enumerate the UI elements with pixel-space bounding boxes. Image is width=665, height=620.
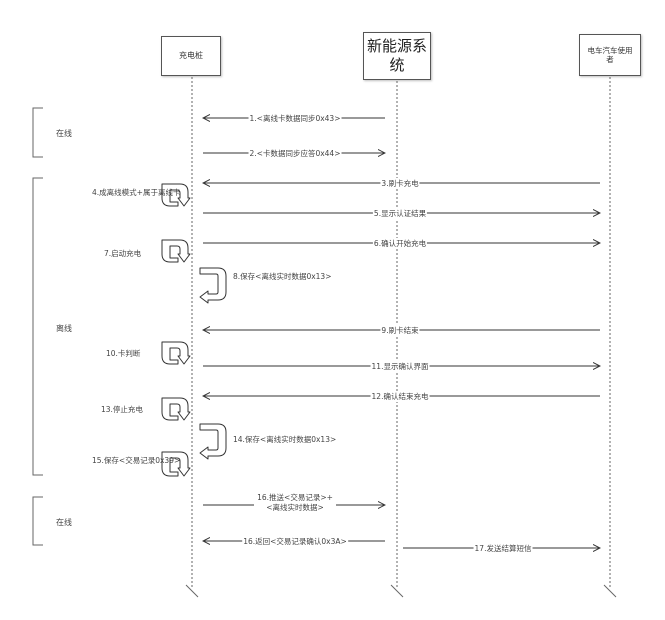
message-label-m5: 5.显示认证结果 [372, 208, 428, 219]
actor-charging-pile: 充电桩 [161, 36, 221, 76]
message-label-m6: 6.确认开始充电 [372, 238, 428, 249]
self-loop-m10 [161, 341, 191, 365]
actor-ev-user: 电车汽车使用者 [579, 34, 641, 76]
self-label-m7: 7.启动充电 [104, 249, 142, 258]
message-label-m2: 2.<卡数据同步应答0x44> [248, 148, 342, 159]
phase-label-online-top: 在线 [56, 129, 72, 138]
message-label-m12: 12.确认结束充电 [370, 391, 430, 402]
self-label-m4: 4.成离线模式+属于离线卡 [92, 188, 181, 197]
phase-label-offline: 离线 [56, 324, 72, 333]
self-label-m15: 15.保存<交易记录0x39> [92, 456, 181, 465]
self-label-m14: 14.保存<离线实时数据0x13> [233, 435, 337, 444]
message-label-m9: 9.刷卡结束 [380, 325, 420, 336]
self-loop-m15 [161, 451, 191, 477]
bracket-offline [32, 177, 43, 476]
actor-energy-system-label: 新能源系统 [366, 37, 427, 74]
self-loops [161, 183, 227, 477]
actor-ev-user-label: 电车汽车使用者 [587, 45, 633, 64]
message-label-m3: 3.刷卡充电 [380, 178, 420, 189]
self-loop-m4 [161, 183, 191, 207]
message-label-m17: 17.发送结算短信 [473, 543, 533, 554]
bracket-online-top [32, 107, 43, 158]
message-label-m16b: 16.返回<交易记录确认0x3A> [242, 536, 348, 547]
lifeline-end-ticks [185, 584, 617, 598]
self-label-m8: 8.保存<离线实时数据0x13> [233, 272, 332, 281]
message-label-m11: 11.显示确认界面 [370, 361, 430, 372]
phase-label-online-bottom: 在线 [56, 518, 72, 527]
bracket-online-bottom [32, 496, 43, 546]
self-loop-m13 [161, 397, 191, 421]
self-loop-m7 [161, 239, 191, 263]
self-loop-m14 [199, 423, 227, 460]
self-label-m10: 10.卡判断 [106, 349, 141, 358]
actor-charging-pile-label: 充电桩 [179, 51, 203, 60]
actor-energy-system: 新能源系统 [363, 32, 431, 80]
self-label-m13: 13.停止充电 [101, 405, 143, 414]
message-label-m16a: 16.推送<交易记录>+<离线实时数据> [254, 493, 336, 513]
message-label-m1: 1.<离线卡数据同步0x43> [248, 113, 342, 124]
phase-brackets [32, 107, 43, 546]
self-loop-m8 [199, 267, 227, 304]
